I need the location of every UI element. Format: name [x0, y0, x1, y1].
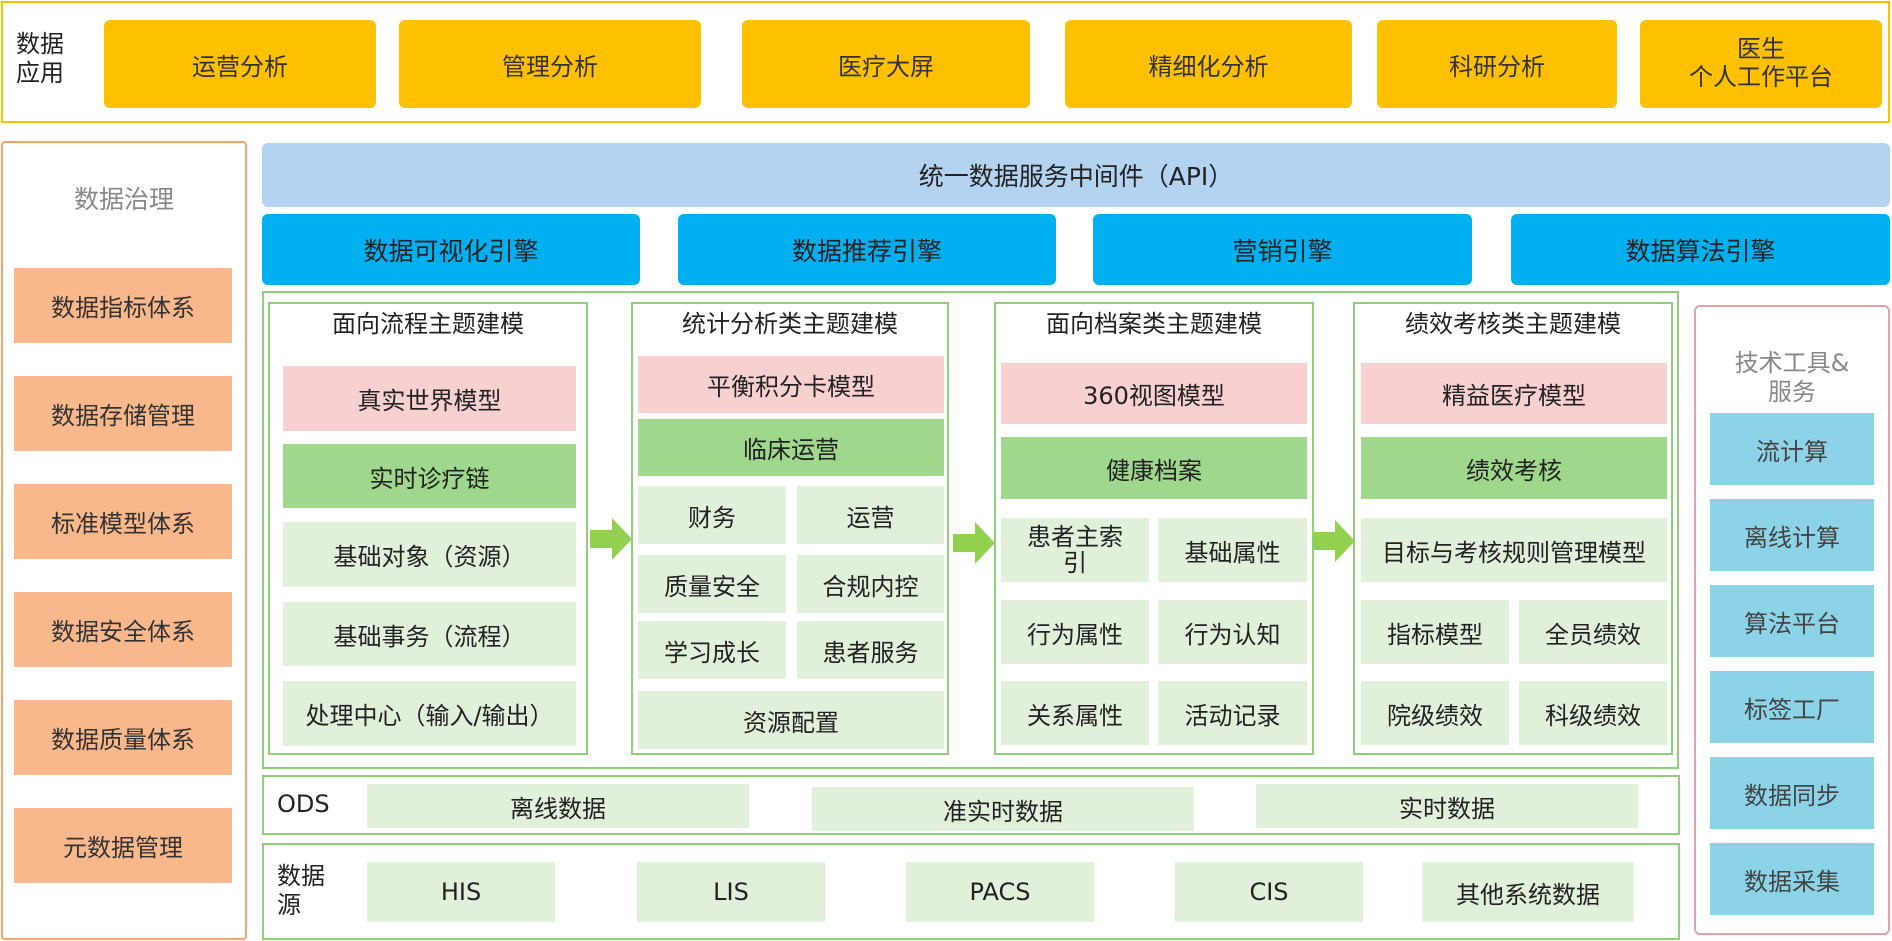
- perf-all-staff[interactable]: 全员绩效: [1519, 600, 1667, 664]
- modeling-frame: [262, 291, 1679, 769]
- perf-goal-rule-model[interactable]: 目标与考核规则管理模型: [1361, 518, 1667, 582]
- stats-finance[interactable]: 财务: [638, 486, 786, 544]
- governance-item-storage-management[interactable]: 数据存储管理: [14, 376, 232, 451]
- ods-frame: [262, 775, 1680, 835]
- clinical-operations[interactable]: 临床运营: [638, 419, 944, 476]
- stats-operation[interactable]: 运营: [797, 486, 944, 544]
- source-pacs[interactable]: PACS: [906, 862, 1094, 922]
- data-source-label: 数据 源: [277, 862, 325, 919]
- unified-api-middleware[interactable]: 统一数据服务中间件（API）: [262, 143, 1890, 207]
- archive-basic-attributes[interactable]: 基础属性: [1158, 518, 1307, 582]
- app-doctor-workbench[interactable]: 医生 个人工作平台: [1640, 20, 1882, 108]
- ods-realtime-data[interactable]: 实时数据: [1256, 784, 1638, 828]
- process-handling-center[interactable]: 处理中心（输入/输出）: [283, 681, 576, 746]
- app-research-analysis[interactable]: 科研分析: [1377, 20, 1617, 108]
- governance-item-metadata[interactable]: 元数据管理: [14, 808, 232, 883]
- stats-patient-service[interactable]: 患者服务: [797, 621, 944, 679]
- archive-modeling-title: 面向档案类主题建模: [1046, 309, 1262, 338]
- lean-medical-model[interactable]: 精益医疗模型: [1361, 363, 1667, 424]
- view-360-model[interactable]: 360视图模型: [1001, 363, 1307, 424]
- governance-item-indicator-system[interactable]: 数据指标体系: [14, 268, 232, 343]
- perf-indicator-model[interactable]: 指标模型: [1361, 600, 1509, 664]
- data-governance-frame: [1, 141, 247, 940]
- governance-item-standard-model[interactable]: 标准模型体系: [14, 484, 232, 559]
- archive-activity-records[interactable]: 活动记录: [1158, 681, 1307, 745]
- tools-services-title: 技术工具& 服务: [1734, 349, 1850, 406]
- tool-tag-factory[interactable]: 标签工厂: [1710, 671, 1874, 743]
- performance-assessment[interactable]: 绩效考核: [1361, 437, 1667, 499]
- ods-label: ODS: [277, 790, 330, 818]
- tool-offline-computing[interactable]: 离线计算: [1710, 499, 1874, 571]
- app-refined-analysis[interactable]: 精细化分析: [1065, 20, 1352, 108]
- engine-marketing[interactable]: 营销引擎: [1093, 214, 1472, 285]
- perf-hospital-level[interactable]: 院级绩效: [1361, 681, 1509, 745]
- process-basic-affair[interactable]: 基础事务（流程）: [283, 602, 576, 666]
- stats-quality-safety[interactable]: 质量安全: [638, 555, 786, 613]
- health-archive[interactable]: 健康档案: [1001, 437, 1307, 499]
- performance-modeling-panel: [1353, 302, 1673, 755]
- performance-modeling-title: 绩效考核类主题建模: [1405, 309, 1621, 338]
- tool-data-collection[interactable]: 数据采集: [1710, 843, 1874, 915]
- source-his[interactable]: HIS: [367, 862, 555, 922]
- stats-resource-allocation[interactable]: 资源配置: [638, 691, 944, 749]
- stats-modeling-title: 统计分析类主题建模: [682, 309, 898, 338]
- app-management-analysis[interactable]: 管理分析: [399, 20, 701, 108]
- ods-offline-data[interactable]: 离线数据: [367, 784, 749, 828]
- source-cis[interactable]: CIS: [1175, 862, 1363, 922]
- archive-modeling-panel: [994, 302, 1314, 755]
- right-arrow-icon: [953, 522, 995, 564]
- engine-visualization[interactable]: 数据可视化引擎: [262, 214, 640, 285]
- process-basic-object[interactable]: 基础对象（资源）: [283, 522, 576, 587]
- engine-recommendation[interactable]: 数据推荐引擎: [678, 214, 1056, 285]
- process-modeling-title: 面向流程主题建模: [332, 309, 524, 338]
- data-application-frame: [1, 1, 1890, 123]
- source-lis[interactable]: LIS: [637, 862, 825, 922]
- app-operations-analysis[interactable]: 运营分析: [104, 20, 376, 108]
- app-medical-bigscreen[interactable]: 医疗大屏: [742, 20, 1030, 108]
- source-other-systems[interactable]: 其他系统数据: [1422, 862, 1634, 922]
- archive-patient-master-index[interactable]: 患者主索 引: [1001, 518, 1149, 582]
- data-application-label: 数据 应用: [16, 30, 64, 87]
- right-arrow-icon: [590, 518, 632, 560]
- data-governance-title: 数据治理: [73, 185, 174, 214]
- engine-algorithm[interactable]: 数据算法引擎: [1511, 214, 1890, 285]
- process-modeling-panel: [268, 302, 588, 755]
- tool-algorithm-platform[interactable]: 算法平台: [1710, 585, 1874, 657]
- archive-relation-attributes[interactable]: 关系属性: [1001, 681, 1149, 745]
- governance-item-quality[interactable]: 数据质量体系: [14, 700, 232, 775]
- realtime-care-chain[interactable]: 实时诊疗链: [283, 444, 576, 508]
- tool-stream-computing[interactable]: 流计算: [1710, 413, 1874, 485]
- archive-behavior-cognition[interactable]: 行为认知: [1158, 600, 1307, 664]
- balanced-scorecard-model[interactable]: 平衡积分卡模型: [638, 356, 944, 413]
- stats-modeling-panel: [631, 302, 949, 755]
- ods-near-realtime-data[interactable]: 准实时数据: [812, 787, 1194, 831]
- stats-compliance[interactable]: 合规内控: [797, 555, 944, 613]
- archive-behavior-attributes[interactable]: 行为属性: [1001, 600, 1149, 664]
- data-source-frame: [262, 843, 1680, 940]
- governance-item-security[interactable]: 数据安全体系: [14, 592, 232, 667]
- perf-department-level[interactable]: 科级绩效: [1519, 681, 1667, 745]
- tools-services-frame: [1694, 305, 1890, 935]
- real-world-model[interactable]: 真实世界模型: [283, 366, 576, 431]
- right-arrow-icon: [1313, 520, 1355, 562]
- tool-data-sync[interactable]: 数据同步: [1710, 757, 1874, 829]
- stats-learning-growth[interactable]: 学习成长: [638, 621, 786, 679]
